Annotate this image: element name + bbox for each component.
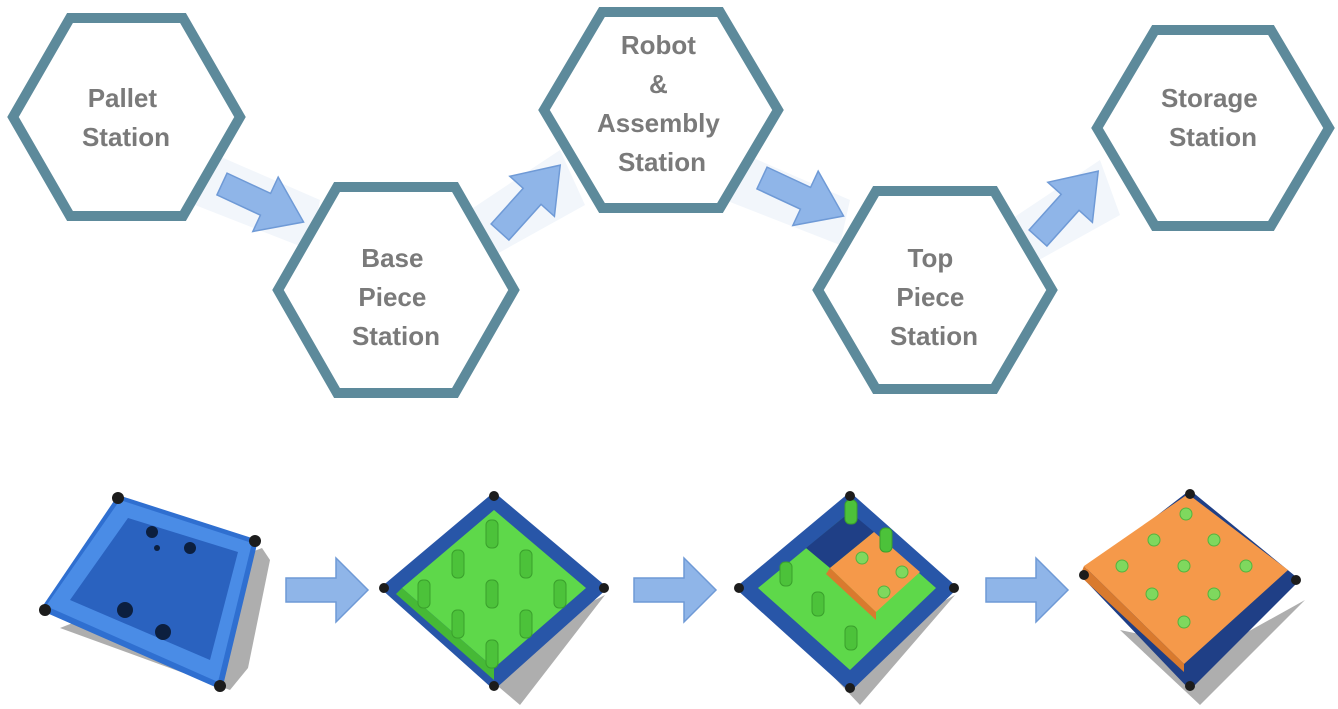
label-line: Station	[890, 321, 978, 351]
hexagon-shape	[1091, 25, 1335, 231]
product-pallet-with-base	[379, 491, 609, 705]
product-empty-pallet	[39, 492, 270, 692]
top-piece-shade	[1080, 566, 1184, 672]
flow-arrows	[215, 164, 1100, 248]
arrow-top-to-storage	[1028, 170, 1100, 248]
label-line: Piece	[896, 282, 964, 312]
label-line: Robot	[621, 30, 696, 60]
label-line: Storage	[1161, 83, 1258, 113]
top-piece-partial-shade	[826, 568, 876, 620]
product-partial-assembly	[734, 491, 959, 705]
station-label: Base Piece Station	[352, 243, 440, 351]
hexagon-shape	[272, 182, 520, 398]
label-line: Station	[82, 122, 170, 152]
orange-pegs	[855, 551, 909, 599]
top-piece-partial	[830, 532, 920, 612]
corner-bolts	[39, 492, 261, 692]
station-storage: Storage Station	[1091, 25, 1335, 231]
label-line: Top	[908, 243, 954, 273]
station-label: Pallet Station	[82, 83, 170, 152]
hexagon-shape	[812, 186, 1058, 394]
hexagon-shape	[7, 13, 246, 221]
arrow-base-to-robot	[490, 164, 562, 242]
label-line: Base	[361, 243, 423, 273]
label-line: Piece	[358, 282, 426, 312]
station-base-piece: Base Piece Station	[272, 182, 520, 398]
corner-bolts	[734, 491, 959, 693]
corner-bolts	[1079, 489, 1301, 691]
station-pallet: Pallet Station	[7, 13, 246, 221]
product-full-assembly	[1079, 489, 1305, 705]
base-pegs	[417, 519, 567, 669]
pallet-inner	[70, 518, 238, 660]
pallet-holes	[117, 526, 196, 640]
top-pegs	[1115, 507, 1253, 629]
base-piece-slot	[806, 512, 874, 568]
top-piece	[1084, 494, 1288, 664]
station-robot-assembly: Robot & Assembly Station	[538, 7, 784, 213]
label-line: Assembly	[597, 108, 720, 138]
green-pegs	[779, 499, 893, 651]
base-piece-shade	[396, 588, 494, 680]
station-label: Top Piece Station	[890, 243, 978, 351]
station-label: Robot & Assembly Station	[597, 30, 727, 177]
arrow-robot-to-top	[755, 166, 845, 227]
label-line: Station	[618, 147, 706, 177]
station-top-piece: Top Piece Station	[812, 186, 1058, 394]
hexagon-shape	[538, 7, 784, 213]
label-line: Pallet	[88, 83, 158, 113]
arrow-stage-3	[985, 556, 1070, 624]
label-line: Station	[1169, 122, 1257, 152]
label-line: &	[649, 69, 668, 99]
arrow-stage-1	[285, 556, 370, 624]
arrow-stage-2	[633, 556, 718, 624]
arrow-pallet-to-base	[215, 172, 305, 233]
label-line: Station	[352, 321, 440, 351]
corner-bolts	[379, 491, 609, 691]
station-label: Storage Station	[1161, 83, 1265, 152]
